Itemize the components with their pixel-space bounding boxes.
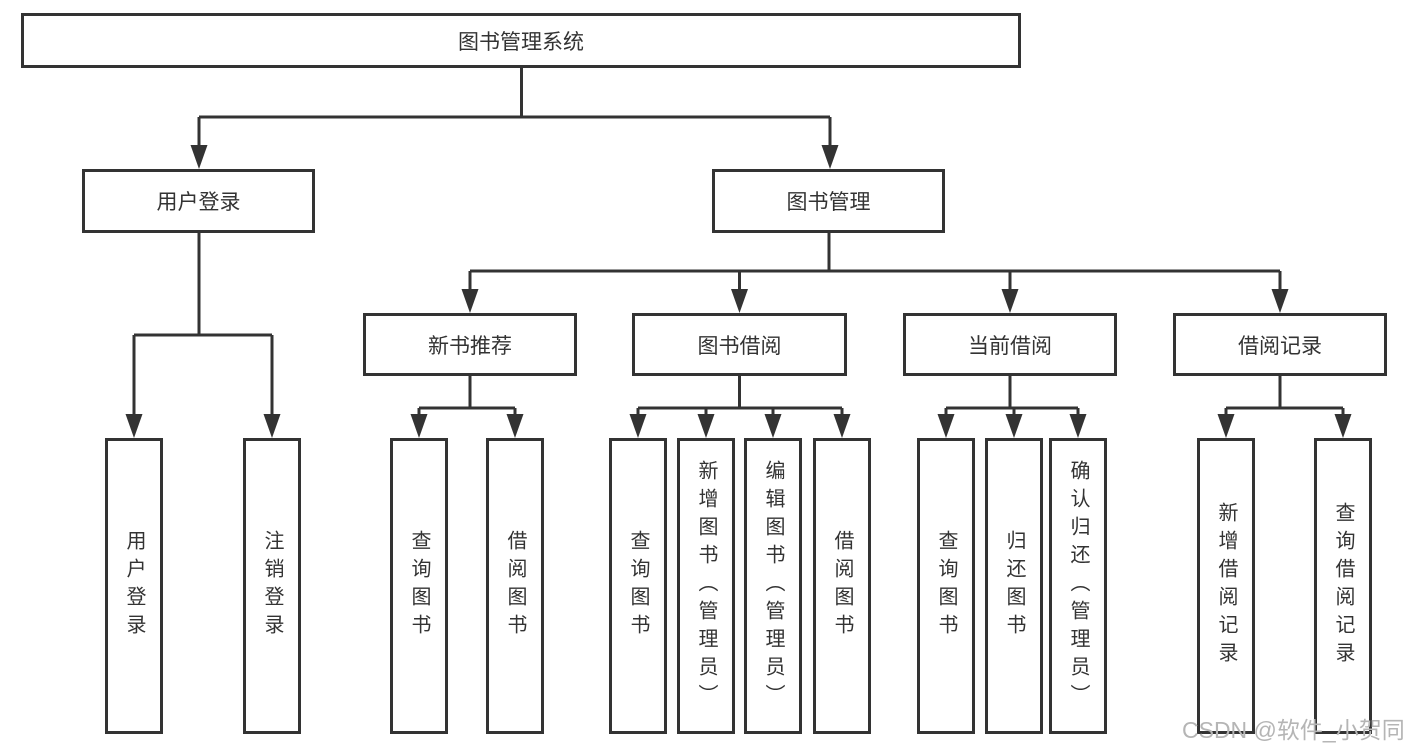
- leaf-logout: 注销登录: [243, 438, 301, 734]
- node-user-login-label: 用户登录: [156, 191, 241, 214]
- leaf-confirm-return-admin: 确认归还（管理员）: [1049, 438, 1107, 734]
- node-book-borrow-label: 图书借阅: [697, 334, 782, 358]
- leaf-add-borrow-record-label: 新增借阅记录: [1215, 502, 1237, 670]
- node-borrow-records: 借阅记录: [1173, 313, 1387, 376]
- node-book-management: 图书管理: [712, 169, 945, 233]
- node-borrow-records-label: 借阅记录: [1238, 334, 1322, 358]
- node-new-book-recommend-label: 新书推荐: [428, 334, 512, 358]
- leaf-add-borrow-record: 新增借阅记录: [1197, 438, 1255, 734]
- node-new-book-recommend: 新书推荐: [363, 313, 577, 376]
- node-current-borrow: 当前借阅: [903, 313, 1117, 376]
- leaf-borrow-books-recommend: 借阅图书: [486, 438, 544, 734]
- leaf-edit-books-admin: 编辑图书（管理员）: [744, 438, 802, 734]
- leaf-add-books-admin: 新增图书（管理员）: [677, 438, 735, 734]
- leaf-edit-books-admin-label: 编辑图书（管理员）: [762, 460, 784, 712]
- leaf-borrow-books-recommend-label: 借阅图书: [504, 530, 526, 642]
- leaf-query-books-borrow: 查询图书: [609, 438, 667, 734]
- leaf-user-login-label: 用户登录: [123, 530, 145, 642]
- leaf-add-books-admin-label: 新增图书（管理员）: [695, 460, 717, 712]
- leaf-query-books-borrow-label: 查询图书: [627, 530, 649, 642]
- csdn-watermark: CSDN @软件_小贺同学: [1182, 717, 1405, 743]
- leaf-query-books-current: 查询图书: [917, 438, 975, 734]
- leaf-logout-label: 注销登录: [261, 530, 283, 642]
- node-current-borrow-label: 当前借阅: [968, 334, 1052, 358]
- leaf-user-login: 用户登录: [105, 438, 163, 734]
- node-user-login: 用户登录: [82, 169, 315, 233]
- node-root: 图书管理系统: [21, 13, 1021, 68]
- node-book-borrow: 图书借阅: [632, 313, 847, 376]
- leaf-query-borrow-record-label: 查询借阅记录: [1332, 502, 1354, 670]
- node-book-management-label: 图书管理: [786, 191, 871, 214]
- leaf-confirm-return-admin-label: 确认归还（管理员）: [1067, 460, 1089, 712]
- arrowheads: [125, 145, 1352, 438]
- leaf-return-books: 归还图书: [985, 438, 1043, 734]
- leaf-query-books-current-label: 查询图书: [935, 530, 957, 642]
- leaf-borrow-books: 借阅图书: [813, 438, 871, 734]
- leaf-borrow-books-label: 借阅图书: [831, 530, 853, 642]
- leaf-query-books-recommend-label: 查询图书: [408, 530, 430, 642]
- node-root-label: 图书管理系统: [458, 30, 584, 54]
- leaf-query-borrow-record: 查询借阅记录: [1314, 438, 1372, 734]
- leaf-query-books-recommend: 查询图书: [390, 438, 448, 734]
- leaf-return-books-label: 归还图书: [1003, 530, 1025, 642]
